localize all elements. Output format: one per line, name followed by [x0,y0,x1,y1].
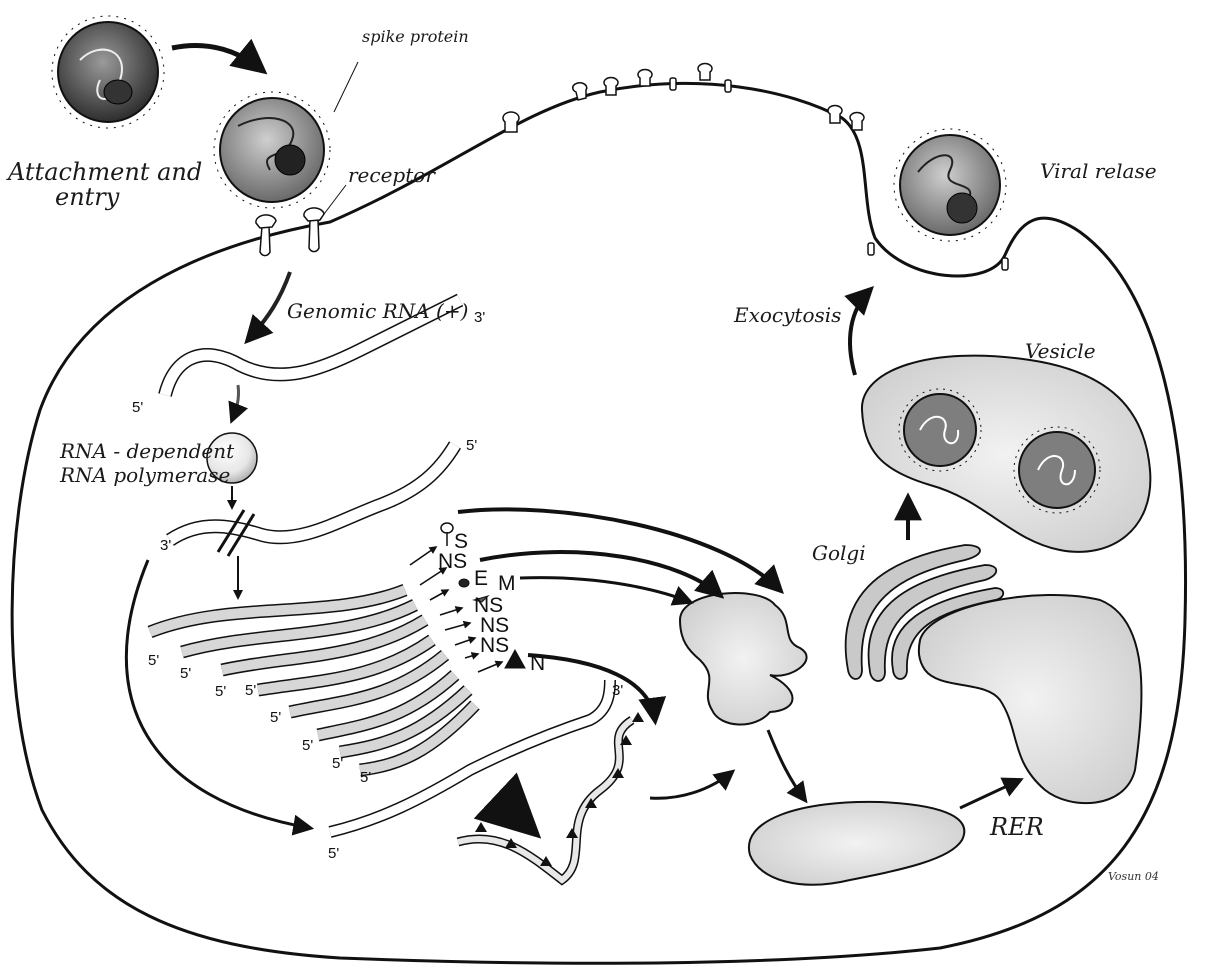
vesicle-label: Vesicle [1025,339,1096,363]
sgrna-5-end-4: 5' [245,682,256,699]
arrow-to-polymerase [232,385,239,420]
progeny-3-end: 3' [612,682,623,699]
rdrp-label: RNA - dependent [59,439,235,463]
protein-label-ns-1: NS [438,550,467,573]
arrow-attachment [172,45,262,70]
protein-label-m: M [498,572,516,595]
rer-label: RER [989,813,1044,841]
negative-strand-5-end: 5' [466,437,477,454]
sgrna-5-end-7: 5' [332,755,343,772]
receptor-label: receptor [348,163,436,187]
sgrna-5-end-1: 5' [148,652,159,669]
er-lower [749,802,964,885]
artist-signature: Vosun 04 [1108,870,1159,883]
rer-organelle [919,595,1142,803]
spike-protein-label: spike protein [362,27,469,46]
genomic-rna-5-end: 5' [132,399,143,416]
protein-label-n: N [530,652,545,675]
protein-label-ns-4: NS [480,634,509,657]
genomic-rna-label: Genomic RNA (+) [287,299,468,323]
attachment-label-2: entry [55,183,120,211]
rdrp-label-2: RNA polymerase [59,463,230,487]
sgrna-5-end-3: 5' [215,683,226,700]
sgrna-5-end-2: 5' [180,665,191,682]
attachment-label: Attachment and [6,158,202,186]
genomic-rna-3-end: 3' [474,309,485,326]
golgi-label: Golgi [812,541,866,565]
arrow-to-ergic [650,772,732,798]
virion-bound [214,92,330,208]
spike-protein-pointer [334,62,358,112]
virion-incoming [52,16,164,128]
arrow-n-assembly [528,655,655,720]
protein-label-e: E [474,567,488,590]
sgrna-5-end-5: 5' [270,709,281,726]
nucleocapsid [458,720,632,880]
arrow-entry [248,272,290,340]
virion-release [894,129,1006,241]
exocytosis-label: Exocytosis [733,303,841,327]
progeny-5-end: 5' [328,845,339,862]
sgrna-5-end-8: 5' [360,769,371,786]
vesicle [862,356,1150,552]
arrow-gray [500,800,532,830]
negative-strand-3-end: 3' [160,537,171,554]
ergic-compartment [680,593,807,725]
viral-release-label: Viral relase [1040,159,1157,183]
arrow-to-rer [960,780,1020,808]
arrow-exocytosis [850,290,870,375]
sgrna-5-end-6: 5' [302,737,313,754]
